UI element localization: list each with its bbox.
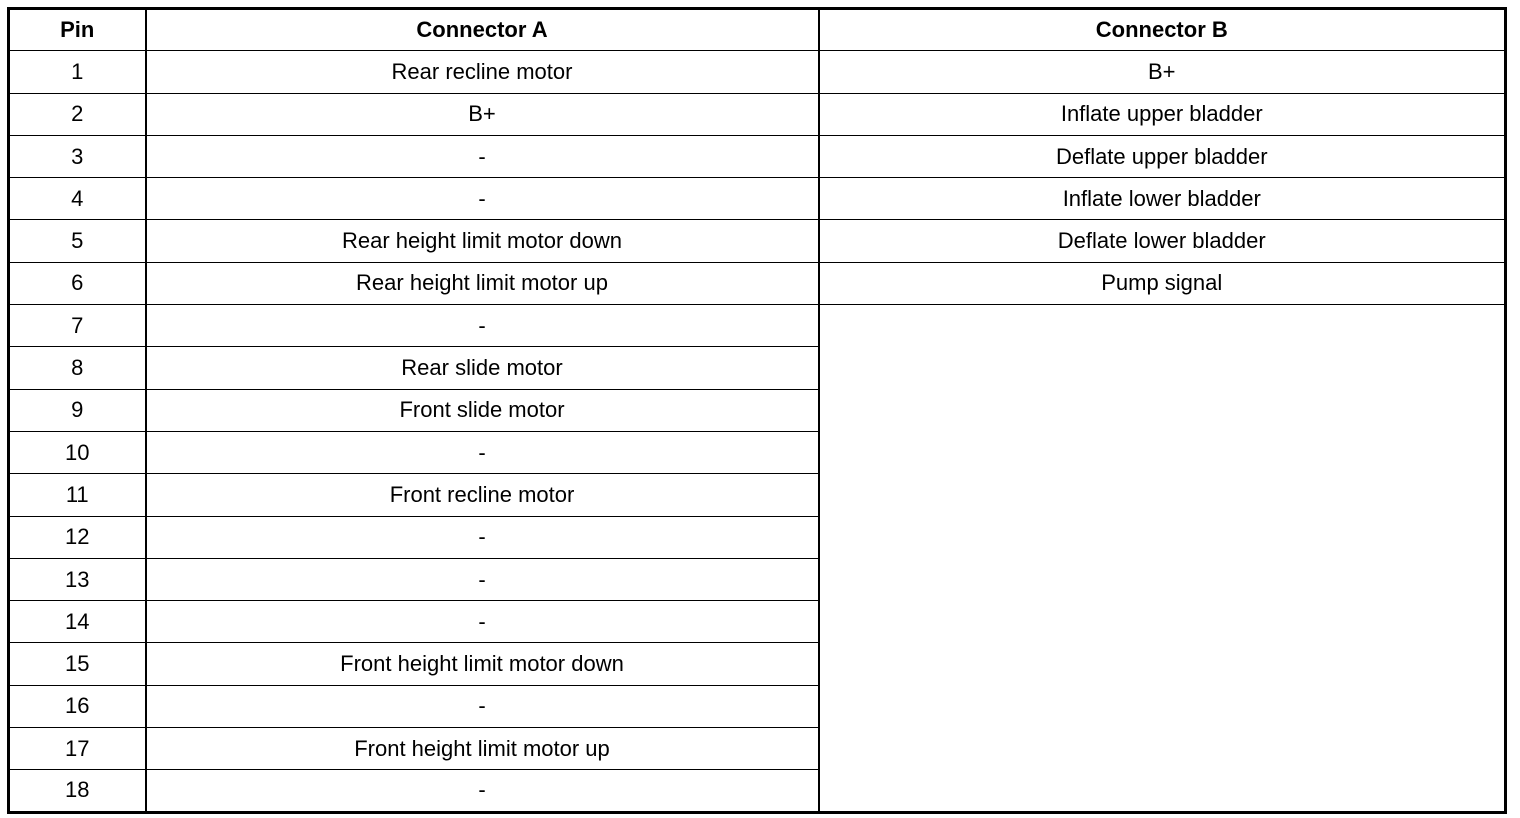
connector-a-cell: Rear height limit motor down bbox=[145, 219, 820, 263]
table-row: 18- bbox=[8, 769, 1506, 813]
connector-a-cell: - bbox=[145, 600, 820, 643]
pin-number-cell: 5 bbox=[8, 219, 147, 263]
connector-a-cell: - bbox=[145, 304, 820, 347]
table-row: 4-Inflate lower bladder bbox=[8, 177, 1506, 220]
pin-number-cell: 3 bbox=[8, 134, 147, 178]
connector-a-cell: Front recline motor bbox=[145, 473, 820, 517]
table-header: Pin Connector A Connector B bbox=[8, 8, 1506, 52]
pin-number-cell: 14 bbox=[8, 600, 147, 643]
table-row: 16- bbox=[8, 684, 1506, 728]
table-row: 7- bbox=[8, 304, 1506, 813]
pin-number-cell: 2 bbox=[8, 92, 147, 136]
pin-number-cell: 1 bbox=[8, 50, 147, 94]
connector-a-cell: Rear height limit motor up bbox=[145, 261, 820, 305]
connector-b-cell: Inflate upper bladder bbox=[818, 92, 1506, 136]
connector-a-cell: - bbox=[145, 430, 820, 474]
connector-a-cell: B+ bbox=[145, 92, 820, 136]
table-row: 10- bbox=[8, 430, 1506, 474]
pin-number-cell: 13 bbox=[8, 557, 147, 601]
connector-a-cell: - bbox=[145, 177, 820, 220]
connector-a-cell: Front height limit motor up bbox=[145, 727, 820, 770]
connector-a-cell: - bbox=[145, 684, 820, 728]
table-row: 3-Deflate upper bladder bbox=[8, 134, 1506, 178]
pin-number-cell: 8 bbox=[8, 346, 147, 390]
connector-a-cell: - bbox=[145, 769, 820, 813]
table-row: 13- bbox=[8, 557, 1506, 601]
pin-number-cell: 18 bbox=[8, 769, 147, 813]
connector-a-cell: Rear slide motor bbox=[145, 346, 820, 390]
connector-a-cell: Front slide motor bbox=[145, 388, 820, 432]
connector-b-empty-cell bbox=[818, 304, 1506, 813]
pin-number-cell: 7 bbox=[8, 304, 147, 347]
pin-number-cell: 9 bbox=[8, 388, 147, 432]
connector-b-cell: Deflate lower bladder bbox=[818, 219, 1506, 263]
pin-number-cell: 12 bbox=[8, 515, 147, 559]
pin-number-cell: 4 bbox=[8, 177, 147, 220]
connector-a-cell: Front height limit motor down bbox=[145, 642, 820, 686]
connector-b-cell: B+ bbox=[818, 50, 1506, 94]
connector-a-cell: - bbox=[145, 134, 820, 178]
pin-number-cell: 6 bbox=[8, 261, 147, 305]
table-row: 14- bbox=[8, 600, 1506, 643]
header-pin: Pin bbox=[8, 8, 147, 52]
pin-number-cell: 15 bbox=[8, 642, 147, 686]
connector-b-cell: Pump signal bbox=[818, 261, 1506, 305]
pin-number-cell: 16 bbox=[8, 684, 147, 728]
pin-number-cell: 10 bbox=[8, 430, 147, 474]
header-row: Pin Connector A Connector B bbox=[8, 8, 1506, 52]
connector-b-cell: Deflate upper bladder bbox=[818, 134, 1506, 178]
header-connector-b: Connector B bbox=[818, 8, 1506, 52]
pin-number-cell: 17 bbox=[8, 727, 147, 770]
table-row: 12- bbox=[8, 515, 1506, 559]
header-connector-a: Connector A bbox=[145, 8, 820, 52]
connector-a-cell: Rear recline motor bbox=[145, 50, 820, 94]
pin-number-cell: 11 bbox=[8, 473, 147, 517]
connector-b-cell: Inflate lower bladder bbox=[818, 177, 1506, 220]
connector-a-cell: - bbox=[145, 515, 820, 559]
connector-a-cell: - bbox=[145, 557, 820, 601]
